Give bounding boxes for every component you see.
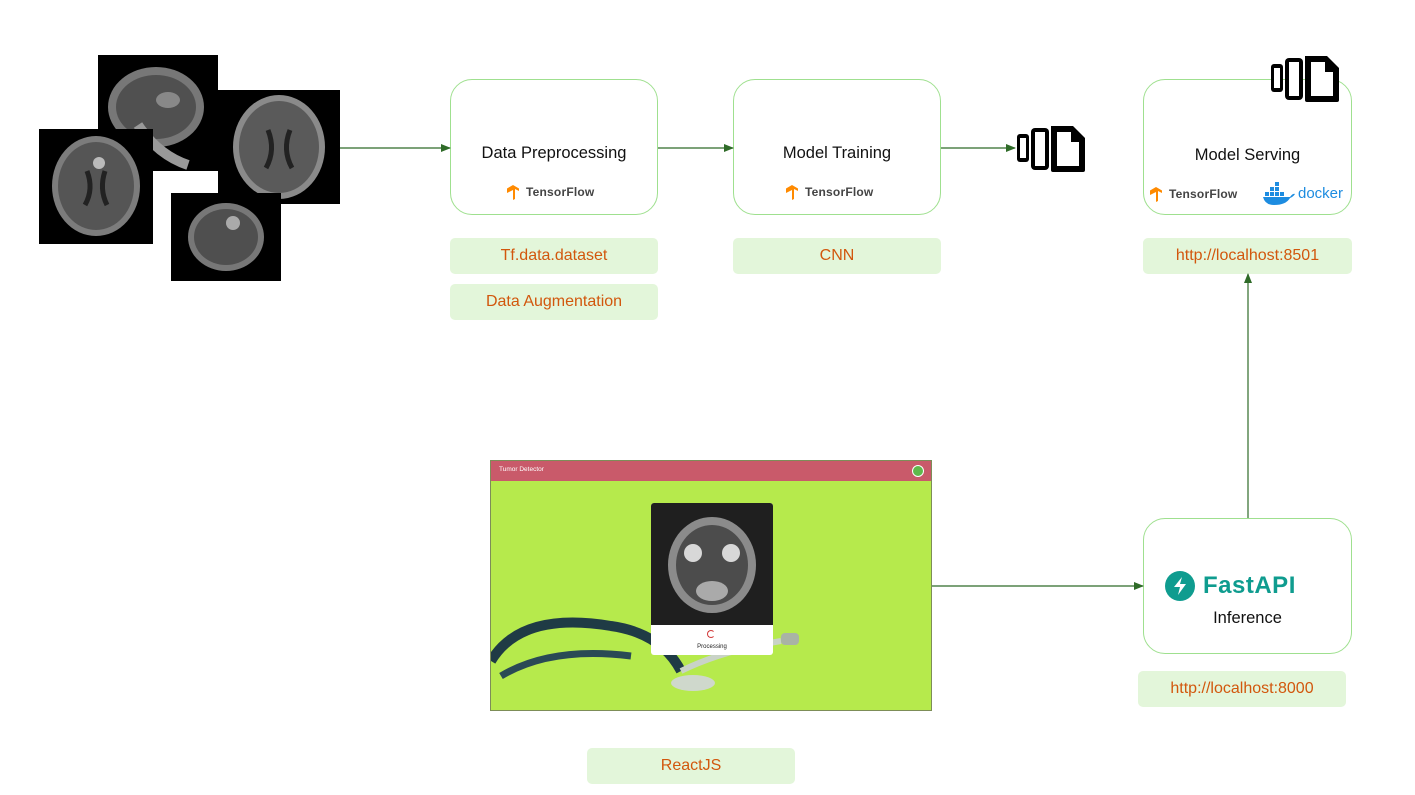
tensorflow-logo: TensorFlow (1148, 186, 1237, 202)
spinner-icon (707, 630, 715, 638)
tag-serving-url: http://localhost:8501 (1143, 238, 1352, 274)
brain-mri-image (98, 55, 218, 171)
fastapi-icon (1165, 571, 1195, 601)
tensorflow-logo: TensorFlow (505, 184, 594, 200)
brain-mri-image (651, 503, 773, 625)
tag-frontend: ReactJS (587, 748, 795, 784)
processing-status: Processing (697, 644, 727, 650)
box-title: Inference (1213, 609, 1282, 627)
tensorflow-logo: TensorFlow (784, 184, 873, 200)
model-file-icon (1017, 126, 1085, 172)
upload-card[interactable]: Processing (651, 503, 773, 655)
app-menu-icon[interactable] (912, 465, 924, 477)
box-title: Data Preprocessing (481, 144, 627, 162)
fastapi-logo: FastAPI (1165, 571, 1296, 601)
fastapi-label: FastAPI (1203, 572, 1296, 599)
model-file-icon (1271, 56, 1339, 102)
docker-icon (1263, 182, 1295, 205)
tensorflow-icon (786, 185, 798, 200)
tensorflow-label: TensorFlow (805, 185, 874, 199)
tensorflow-label: TensorFlow (1169, 187, 1238, 201)
docker-label: docker (1298, 184, 1344, 202)
tag-cnn: CNN (733, 238, 941, 274)
tag-inference-url: http://localhost:8000 (1138, 671, 1346, 707)
react-app-screenshot: Tumor Detector Processing (490, 460, 932, 711)
tensorflow-icon (1150, 187, 1162, 202)
data-preprocessing-box: Data Preprocessing TensorFlow (450, 79, 658, 215)
box-title: Model Training (782, 144, 892, 162)
tag-augmentation: Data Augmentation (450, 284, 658, 320)
tensorflow-icon (507, 185, 519, 200)
brain-mri-image (171, 193, 281, 281)
brain-mri-image (218, 90, 340, 204)
tensorflow-label: TensorFlow (526, 185, 595, 199)
docker-logo: docker (1262, 181, 1343, 205)
box-title: Model Serving (1194, 146, 1301, 164)
brain-mri-image (39, 129, 153, 244)
tag-dataset: Tf.data.dataset (450, 238, 658, 274)
app-title: Tumor Detector (499, 466, 544, 473)
model-training-box: Model Training TensorFlow (733, 79, 941, 215)
app-title-bar: Tumor Detector (491, 461, 931, 481)
inference-box: FastAPI Inference (1143, 518, 1352, 654)
